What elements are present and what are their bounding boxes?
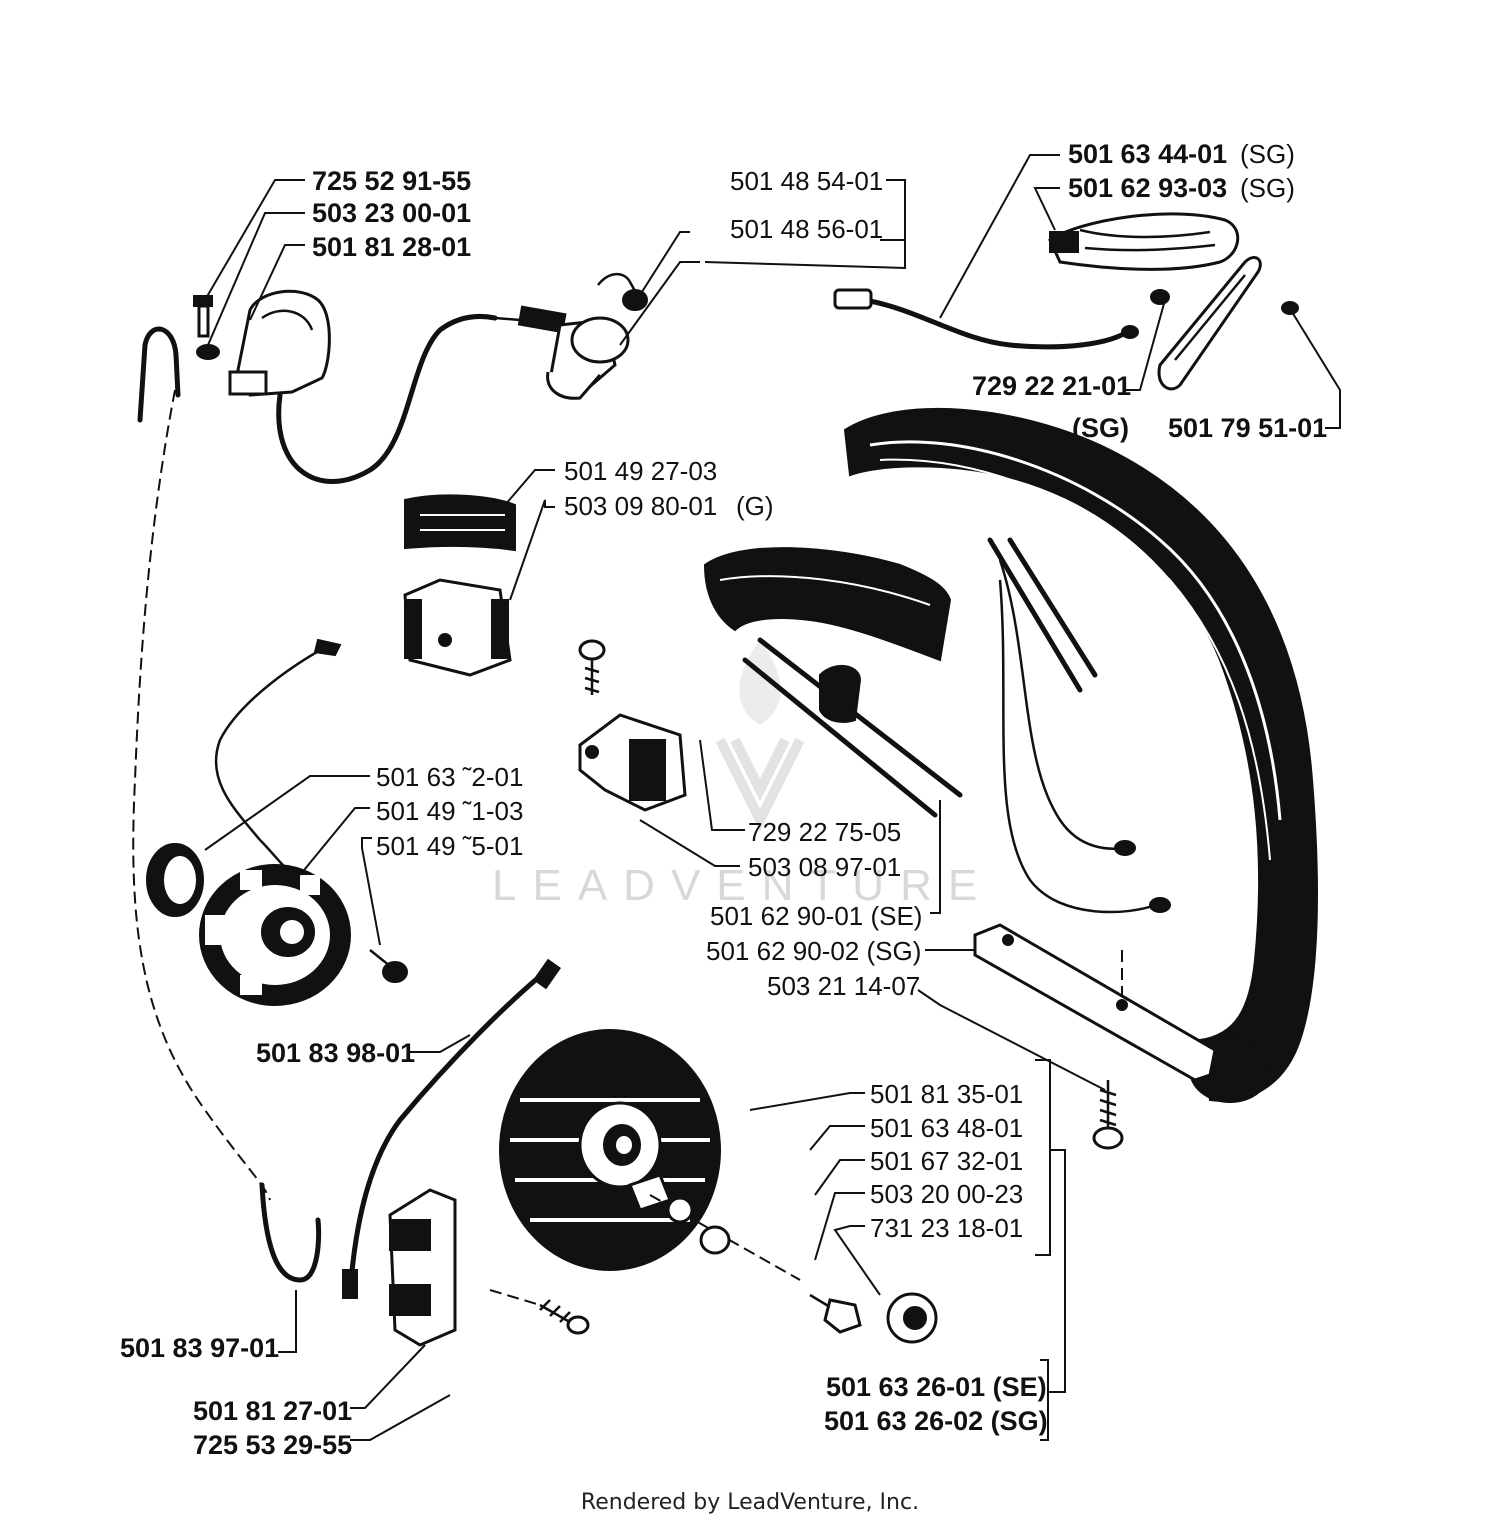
- spring-clip-5014856-icon: [597, 272, 648, 311]
- handle-bracket-icon: [973, 923, 1217, 1082]
- label-5030897: 503 08 97-01: [748, 852, 901, 882]
- watermark-text: LEADVENTURE: [492, 861, 993, 910]
- label-5018397: 501 83 97-01: [120, 1333, 279, 1363]
- switch-pin-icon: [1281, 301, 1299, 315]
- label-5032114: 503 21 14-07: [767, 971, 920, 1001]
- stator-wire: [214, 643, 331, 872]
- spark-plug-boot-icon: [494, 305, 630, 400]
- switch-lever-5016293-icon: [1048, 212, 1240, 271]
- label-50149x5: 501 49 ˜5-01: [376, 831, 523, 861]
- label-7312318: 731 23 18-01: [870, 1213, 1023, 1243]
- screw-5032000-icon: [809, 1293, 862, 1334]
- label-5030980: 503 09 80-01: [564, 491, 717, 521]
- rear-handle-tube-1: [757, 637, 963, 798]
- rear-handle-fragment-icon: [703, 547, 952, 723]
- handle-tube-2: [1007, 537, 1098, 678]
- handle-wire-1-end-icon: [1114, 840, 1136, 856]
- label-5016290-1: 501 62 90-01 (SE): [710, 901, 922, 931]
- label-5016293-tag: (SG): [1240, 173, 1295, 203]
- coil-cover-5018128-icon: [228, 289, 331, 397]
- label-5016290-2: 501 62 90-02 (SG): [706, 936, 921, 966]
- switch-wire: [862, 297, 1133, 350]
- label-5032000: 503 20 00-23: [870, 1179, 1023, 1209]
- coil-wire: [276, 314, 498, 484]
- ground-wire-top-hook: [137, 326, 181, 423]
- washer-5016732-icon: [699, 1225, 731, 1255]
- flywheel-5018135-icon: [499, 1029, 721, 1271]
- stator-50149x1-icon: [199, 864, 351, 1006]
- handle-wire-2: [998, 579, 1156, 914]
- label-5016732: 501 67 32-01: [870, 1146, 1023, 1176]
- switch-screw-icon: [1150, 289, 1170, 305]
- screw-7255329-icon: [539, 1299, 590, 1335]
- screw-5032114-icon: [1092, 1080, 1124, 1150]
- label-7292221-tag: (SG): [1072, 413, 1129, 443]
- screw-50149x5-icon: [369, 949, 408, 983]
- label-5032300: 503 23 00-01: [312, 198, 471, 228]
- nut-7312318-icon: [886, 1292, 938, 1344]
- washer-5016348-icon: [666, 1196, 694, 1224]
- module-5018127-icon: [388, 1188, 457, 1347]
- label-5018128: 501 81 28-01: [312, 232, 471, 262]
- label-5016326-2: 501 63 26-02 (SG): [824, 1406, 1048, 1436]
- ground-wire-dashed: [132, 389, 271, 1201]
- label-5018135: 501 81 35-01: [870, 1079, 1023, 1109]
- label-5016344-tag: (SG): [1240, 139, 1295, 169]
- wire-5018398: [347, 965, 553, 1298]
- stator-wire-terminal-icon: [313, 638, 342, 657]
- label-5014856: 501 48 56-01: [730, 214, 883, 244]
- wire-5018398-end-icon: [342, 1269, 358, 1299]
- label-5014927: 501 49 27-03: [564, 456, 717, 486]
- watermark: LEADVENTURE: [492, 640, 993, 910]
- screw-7255291-icon: [193, 295, 220, 360]
- label-50149x1: 501 49 ˜1-03: [376, 796, 523, 826]
- label-5016344: 501 63 44-01: [1068, 139, 1227, 169]
- label-5016348: 501 63 48-01: [870, 1113, 1023, 1143]
- rear-handle-tube-2: [742, 657, 938, 818]
- wire-5018398-terminal-icon: [532, 958, 562, 990]
- switch-plate-5017951-icon: [1157, 256, 1262, 391]
- label-5014854: 501 48 54-01: [730, 166, 883, 196]
- handle-wire-2-end-icon: [1149, 897, 1171, 913]
- module-5030980-icon: [403, 578, 512, 677]
- switch-wire-terminal-icon: [833, 288, 873, 310]
- label-5016293: 501 62 93-03: [1068, 173, 1227, 203]
- label-50163x2: 501 63 ˜2-01: [376, 762, 523, 792]
- screw-5030897-icon: [578, 639, 606, 695]
- label-7292221: 729 22 21-01: [972, 371, 1131, 401]
- switch-wire-end-icon: [1121, 325, 1139, 339]
- footer-credit: Rendered by LeadVenture, Inc.: [580, 1490, 920, 1515]
- label-7292275: 729 22 75-05: [748, 817, 901, 847]
- label-5017951: 501 79 51-01: [1168, 413, 1327, 443]
- handle-wire-1: [998, 559, 1126, 850]
- label-5018398: 501 83 98-01: [256, 1038, 415, 1068]
- label-7255329: 725 53 29-55: [193, 1430, 352, 1460]
- leader-lines: [204, 154, 1341, 1441]
- sleeve-50163x2-icon: [146, 843, 204, 917]
- switch-block-7292275-icon: [578, 713, 687, 812]
- ground-wire-bottom: [259, 1182, 322, 1283]
- label-5018127: 501 81 27-01: [193, 1396, 352, 1426]
- label-7255291: 725 52 91-55: [312, 166, 471, 196]
- screw-7255329-leader-dash: [489, 1289, 541, 1306]
- module-5014927-icon: [404, 494, 516, 552]
- label-5030980-tag: (G): [736, 491, 774, 521]
- label-5016326-1: 501 63 26-01 (SE): [826, 1372, 1047, 1402]
- front-handle-icon: [843, 407, 1318, 1103]
- watermark-logo-icon: [715, 737, 805, 832]
- handle-tube-1: [987, 537, 1083, 693]
